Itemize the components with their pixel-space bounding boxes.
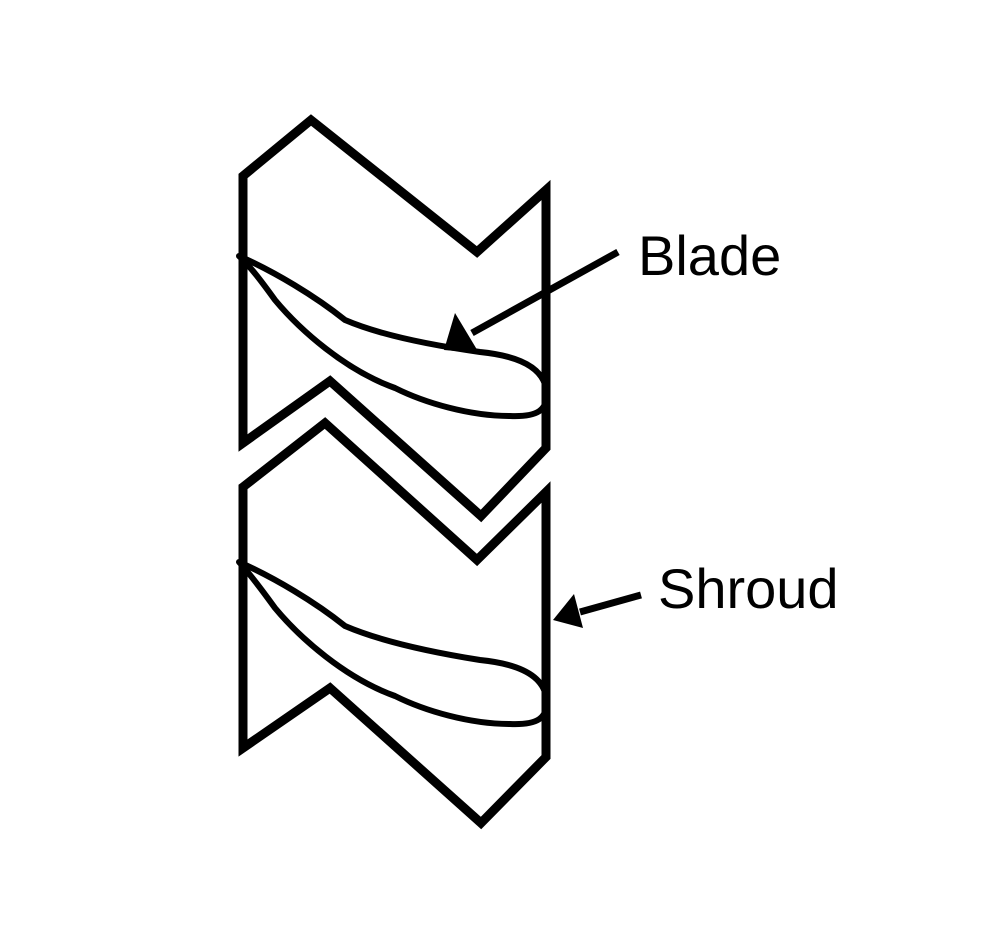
lower-shroud-outline bbox=[238, 417, 551, 830]
lower-blade-segment bbox=[236, 417, 551, 830]
shroud-arrow-line bbox=[579, 591, 642, 616]
lower-blade-airfoil bbox=[236, 559, 550, 728]
blade-callout: Blade bbox=[444, 224, 781, 353]
blade-arrow-head bbox=[444, 313, 479, 353]
shroud-label: Shroud bbox=[658, 557, 839, 620]
blade-label: Blade bbox=[638, 224, 781, 287]
upper-blade-airfoil bbox=[236, 253, 550, 420]
upper-blade-segment bbox=[236, 114, 551, 523]
upper-shroud-outline bbox=[238, 114, 551, 523]
shroud-arrow-head bbox=[553, 594, 583, 628]
blade-arrow-line bbox=[470, 248, 620, 337]
shroud-callout: Shroud bbox=[553, 557, 839, 628]
